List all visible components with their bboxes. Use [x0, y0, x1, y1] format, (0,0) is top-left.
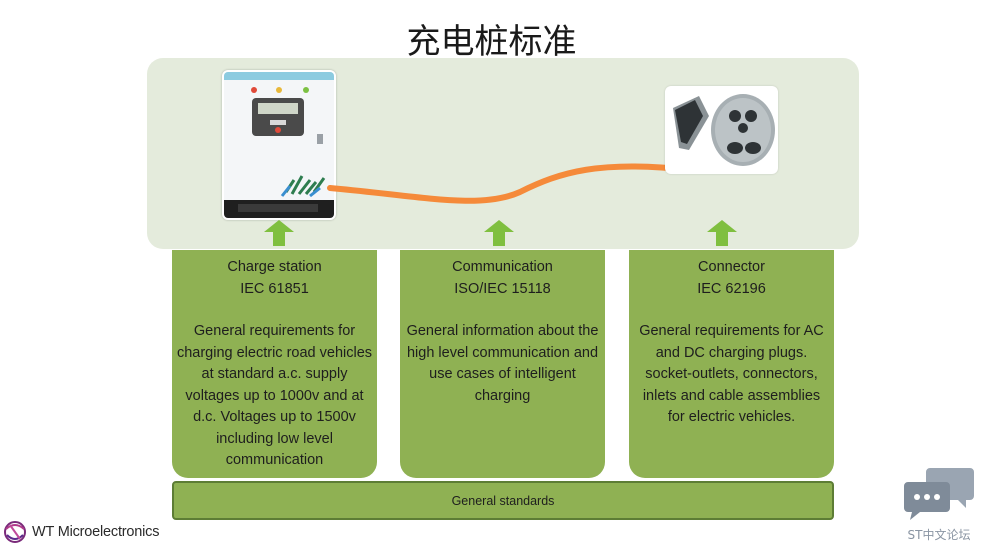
card-title: Communication: [452, 259, 553, 275]
up-arrow-icon: [707, 220, 737, 246]
card-description: General requirements for charging electr…: [176, 323, 373, 468]
forum-watermark: ST中文论坛: [900, 464, 978, 544]
card-standard: ISO/IEC 15118: [454, 280, 551, 297]
card-communication: Communication ISO/IEC 15118 General info…: [400, 250, 605, 478]
chat-bubbles-icon: [904, 468, 974, 520]
card-standard: IEC 62196: [697, 280, 766, 297]
up-arrow-icon: [484, 220, 514, 246]
general-standards-bar: General standards: [172, 481, 834, 520]
wt-logo-icon: [4, 521, 26, 543]
card-description: General requirements for AC and DC charg…: [639, 323, 824, 425]
forum-label: ST中文论坛: [907, 528, 971, 542]
card-standard: IEC 61851: [240, 280, 309, 297]
ev-connector-plug-image: [665, 86, 778, 174]
card-title: Charge station: [227, 259, 322, 275]
card-title: Connector: [698, 259, 765, 275]
logo-text: WT Microelectronics: [32, 524, 160, 540]
card-connector: Connector IEC 62196 General requirements…: [629, 250, 834, 478]
slide-title: 充电桩标准: [406, 22, 577, 62]
card-charge-station: Charge station IEC 61851 General require…: [172, 250, 377, 478]
company-logo: WT Microelectronics: [2, 518, 159, 546]
charger-station-image: [222, 70, 336, 220]
up-arrow-icon: [264, 220, 294, 246]
card-description: General information about the high level…: [406, 323, 599, 404]
